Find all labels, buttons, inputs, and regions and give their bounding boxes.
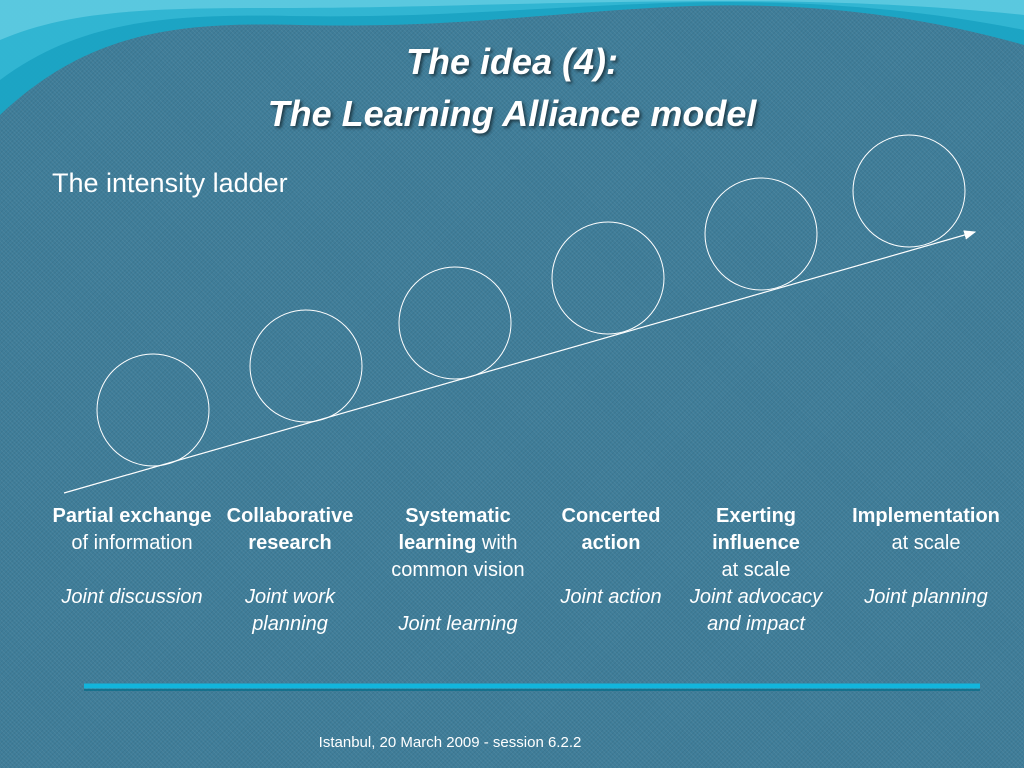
step-6-title: Implementation [852,505,1000,527]
ladder-step-2: Collaborative research Joint work planni… [210,503,370,638]
ladder-step-3: Systematic learning with common vision J… [378,503,538,638]
ladder-step-6: Implementation at scale Joint planning [846,503,1006,611]
step-3-joint: Joint learning [398,613,518,635]
step-3-detail: with common vision [391,532,525,581]
slide-title-line2: The Learning Alliance model [267,93,757,134]
step-5-detail: at scale [721,559,791,581]
slide-subtitle: The intensity ladder [52,168,288,198]
step-5-title: Exerting influence [712,505,800,554]
step-1-joint: Joint discussion [61,586,203,608]
step-4-joint: Joint action [560,586,662,608]
ladder-step-4: Concerted action Joint action [531,503,691,611]
header-wave-decoration [0,0,1024,115]
step-6-detail: at scale [891,532,961,554]
intensity-arrow [63,230,977,494]
ladder-step-5: Exerting influence at scale Joint advoca… [676,503,836,638]
ladder-circle-2 [249,309,363,423]
ladder-circle-4 [551,221,665,335]
step-2-title: Collaborative research [226,505,354,554]
step-2-joint: Joint work planning [244,586,336,635]
step-1-title: Partial exchange [52,505,212,527]
ladder-circle-1 [96,353,210,467]
slide-title-line1: The idea (4): [405,41,619,82]
ladder-circle-3 [398,266,512,380]
ladder-circle-6 [852,134,966,248]
step-3-title: Systematic learning [398,505,511,554]
step-4-title: Concerted action [561,505,661,554]
slide-footer: Istanbul, 20 March 2009 - session 6.2.2 [318,734,582,751]
ladder-step-1: Partial exchange of information Joint di… [52,503,212,611]
step-1-detail: of information [71,532,193,554]
step-5-joint: Joint advocacy and impact [689,586,823,635]
ladder-circle-5 [704,177,818,291]
step-6-joint: Joint planning [864,586,988,608]
